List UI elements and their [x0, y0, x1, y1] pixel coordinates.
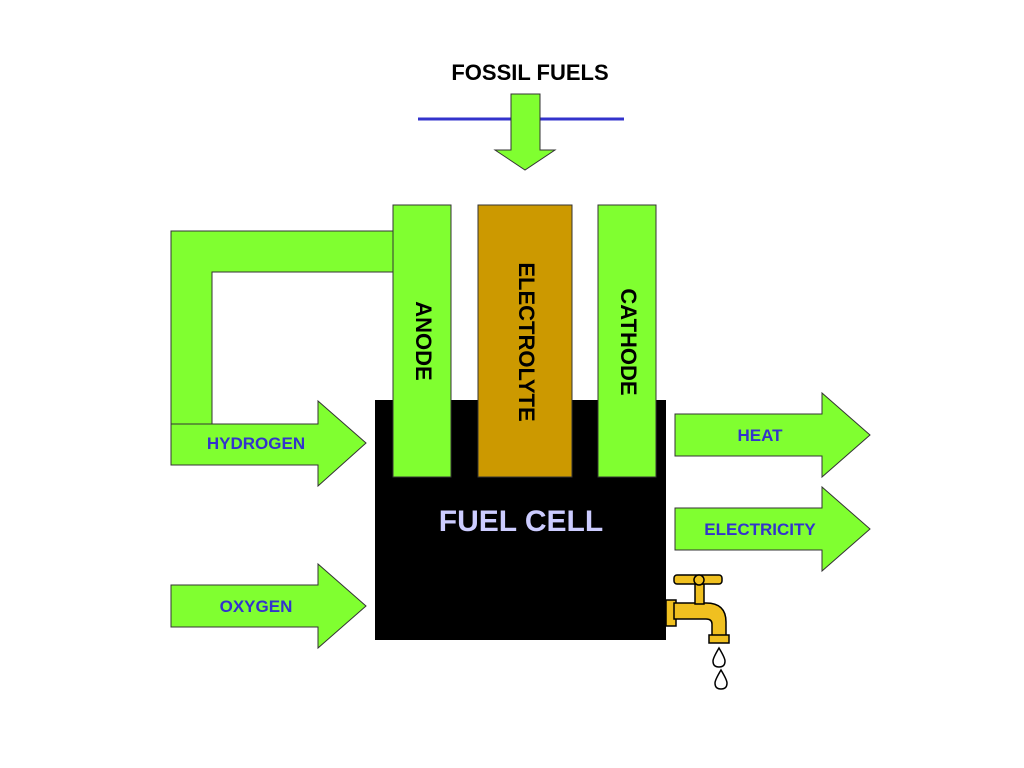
hydrogen-label: HYDROGEN: [207, 434, 305, 453]
fuel-cell-label: FUEL CELL: [439, 505, 603, 538]
oxygen-arrow: [170, 562, 367, 650]
anode-label: ANODE: [411, 301, 436, 380]
cathode-bar: [597, 204, 657, 478]
electrolyte-bar: [477, 204, 573, 478]
electricity-arrow: [674, 485, 871, 573]
heat-label: HEAT: [737, 426, 783, 445]
oxygen-label: OXYGEN: [220, 597, 293, 616]
fossil-fuels-arrow: [493, 93, 557, 171]
faucet-icon: [665, 574, 730, 644]
recirculation-loop-arrow: [170, 230, 394, 441]
diagram-title: FOSSIL FUELS: [451, 60, 608, 85]
water-drop-icon: [714, 668, 728, 690]
cathode-label: CATHODE: [616, 288, 641, 395]
electricity-label: ELECTRICITY: [704, 520, 816, 539]
hydrogen-arrow: [170, 399, 367, 488]
anode-bar: [392, 204, 452, 478]
water-drop-icon: [712, 646, 726, 668]
electrolyte-label: ELECTROLYTE: [514, 262, 539, 421]
heat-arrow: [674, 391, 871, 479]
